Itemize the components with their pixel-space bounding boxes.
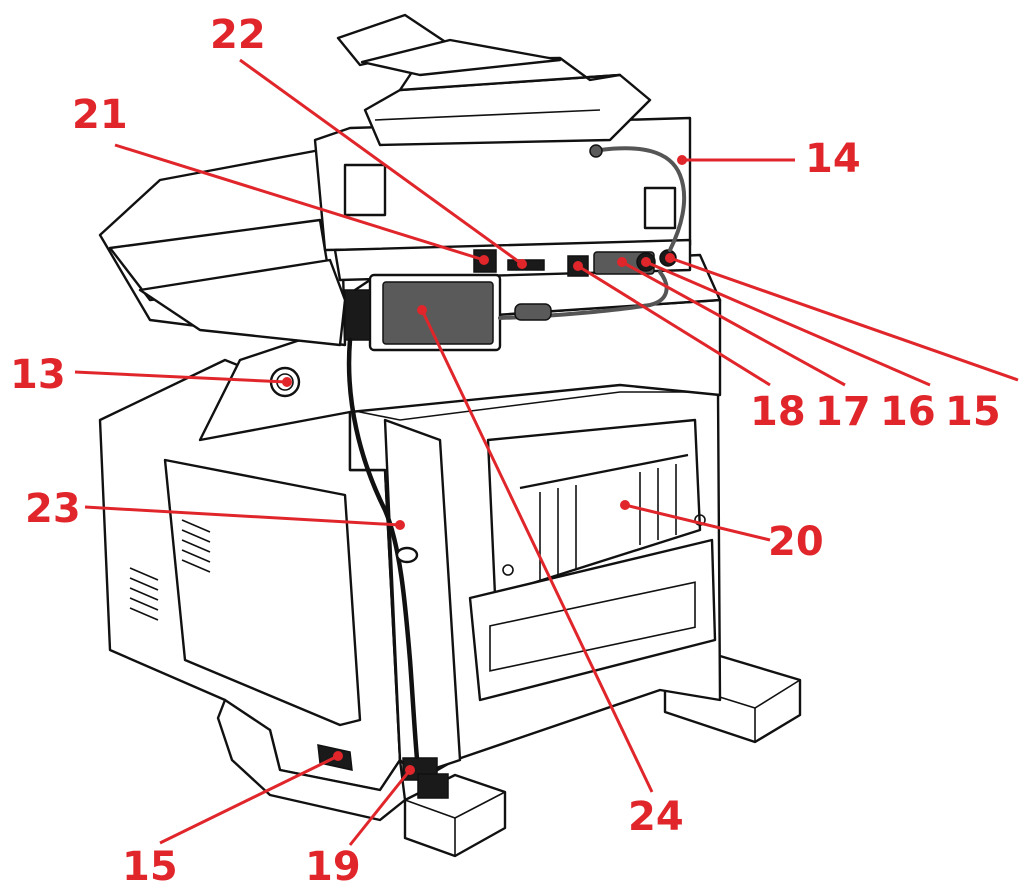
callout-number: 24 bbox=[628, 794, 684, 840]
printer-illustration bbox=[98, 13, 802, 858]
callout-c18: 18 bbox=[573, 261, 806, 435]
cables bbox=[346, 144, 687, 799]
leader-line bbox=[577, 264, 771, 387]
callout-c19: 19 bbox=[305, 765, 415, 890]
leader-line bbox=[624, 503, 771, 542]
callout-number: 16 bbox=[880, 389, 936, 435]
leader-line bbox=[74, 370, 288, 384]
interface-module bbox=[344, 273, 502, 352]
callout-number: 14 bbox=[805, 136, 861, 182]
leader-dot bbox=[333, 751, 343, 761]
adf-unit bbox=[336, 13, 652, 147]
callout-c17: 17 bbox=[617, 257, 871, 435]
callout-number: 23 bbox=[25, 486, 81, 532]
leader-line bbox=[348, 769, 412, 846]
callout-number: 19 bbox=[305, 844, 361, 890]
leader-dot bbox=[405, 765, 415, 775]
callout-c15a: 15 bbox=[665, 253, 1019, 435]
leader-dot bbox=[395, 520, 405, 530]
leader-dot bbox=[573, 261, 583, 271]
callout-c24: 24 bbox=[417, 305, 684, 840]
rear-duplex-unit bbox=[468, 418, 717, 702]
leader-line bbox=[621, 260, 846, 387]
callout-number: 17 bbox=[815, 389, 871, 435]
callout-c23: 23 bbox=[25, 486, 405, 532]
callout-c14: 14 bbox=[677, 136, 861, 182]
callout-c16: 16 bbox=[641, 257, 936, 435]
callout-c15b: 15 bbox=[122, 751, 343, 890]
callout-c22: 22 bbox=[210, 12, 527, 269]
leader-dot bbox=[417, 305, 427, 315]
leader-dot bbox=[282, 377, 292, 387]
callout-number: 13 bbox=[10, 352, 66, 398]
callout-number: 21 bbox=[72, 92, 128, 138]
callout-number: 22 bbox=[210, 12, 266, 58]
callout-number: 15 bbox=[945, 389, 1001, 435]
left-vents bbox=[129, 519, 211, 621]
callout-number: 20 bbox=[768, 519, 824, 565]
callout-c21: 21 bbox=[72, 92, 489, 265]
leader-dot bbox=[620, 500, 630, 510]
callout-c20: 20 bbox=[620, 500, 824, 565]
callout-c13: 13 bbox=[10, 352, 292, 398]
leader-line bbox=[159, 754, 339, 845]
leader-dot bbox=[677, 155, 687, 165]
leader-dot bbox=[617, 257, 627, 267]
leader-line bbox=[645, 260, 931, 387]
leader-dot bbox=[641, 257, 651, 267]
leader-dot bbox=[479, 255, 489, 265]
leader-line bbox=[420, 309, 654, 793]
leader-dot bbox=[517, 259, 527, 269]
callout-number: 15 bbox=[122, 844, 178, 890]
leader-line bbox=[114, 143, 485, 262]
leader-dot bbox=[665, 253, 675, 263]
leader-line bbox=[669, 256, 1019, 382]
leader-line bbox=[84, 505, 401, 527]
leader-line bbox=[239, 58, 523, 266]
callout-number: 18 bbox=[750, 389, 806, 435]
